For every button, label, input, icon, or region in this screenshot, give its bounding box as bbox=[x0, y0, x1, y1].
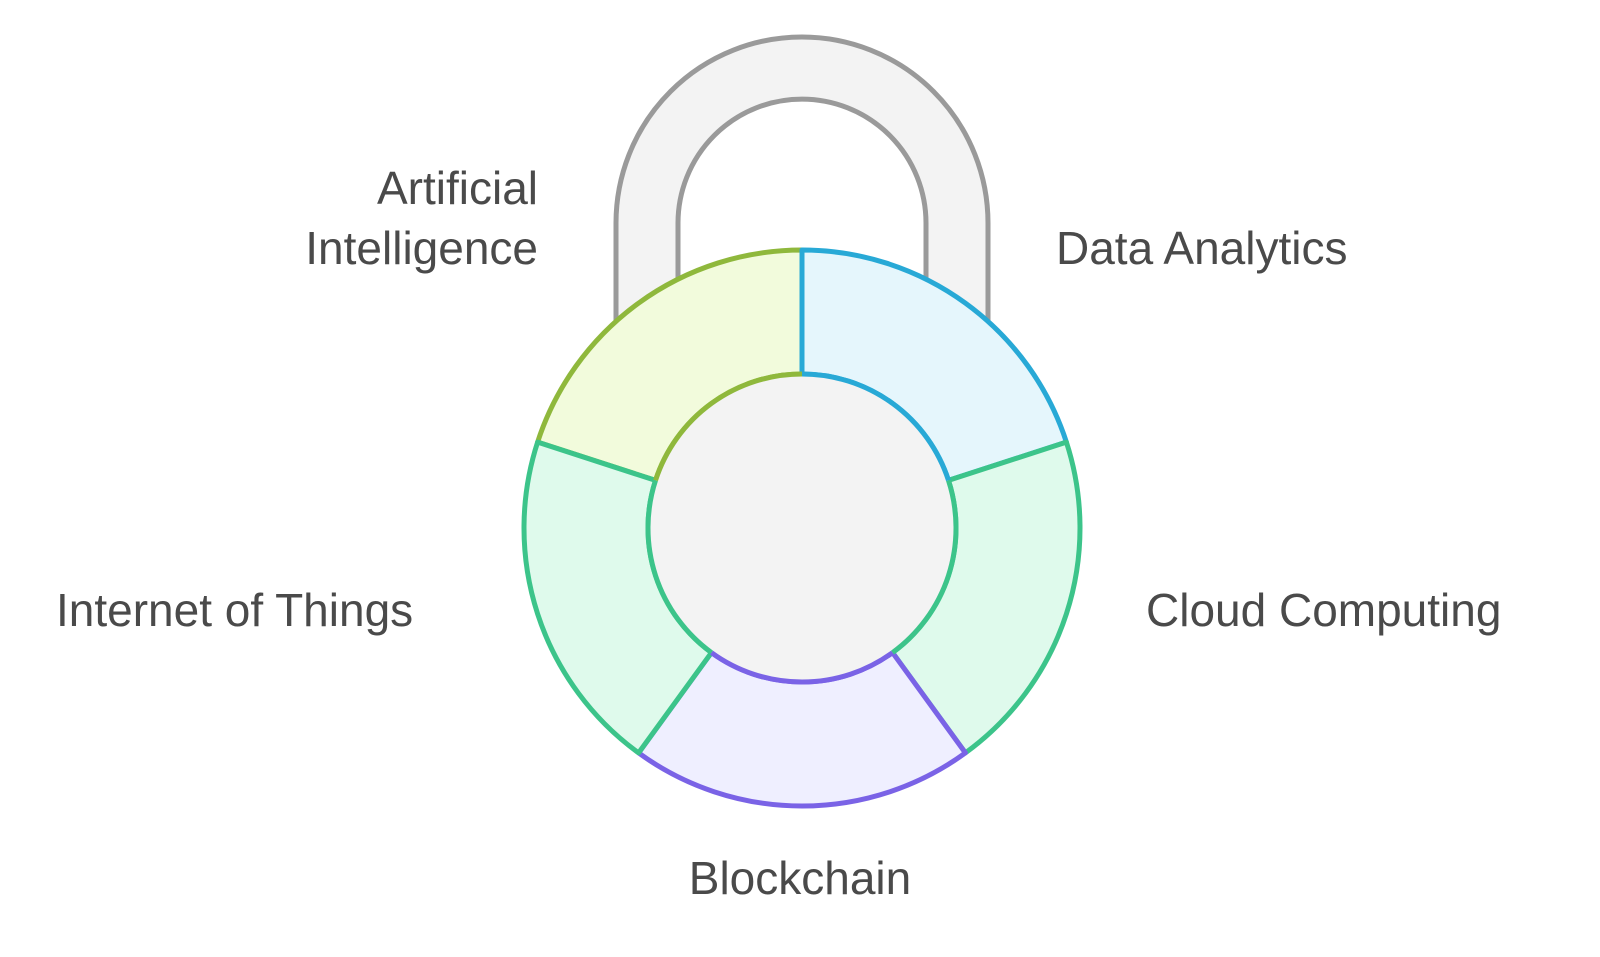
data-analytics-label: Data Analytics bbox=[1056, 222, 1348, 274]
padlock-shackle bbox=[613, 34, 991, 323]
artificial-intelligence-label: Artificial Intelligence bbox=[305, 162, 538, 274]
blockchain-label: Blockchain bbox=[688, 852, 912, 904]
segment-inner-edge-bc bbox=[710, 650, 894, 685]
lock-body-center bbox=[648, 374, 956, 682]
segment-inner-edge-ai bbox=[653, 371, 803, 482]
internet-of-things-label: Internet of Things bbox=[56, 584, 414, 636]
lock-segments bbox=[521, 247, 1083, 809]
cloud-computing-label: Cloud Computing bbox=[1146, 584, 1502, 636]
segment-inner-edge-cc bbox=[891, 479, 959, 655]
segment-inner-edge-iot bbox=[645, 479, 713, 655]
segment-inner-edge-da bbox=[801, 371, 951, 482]
